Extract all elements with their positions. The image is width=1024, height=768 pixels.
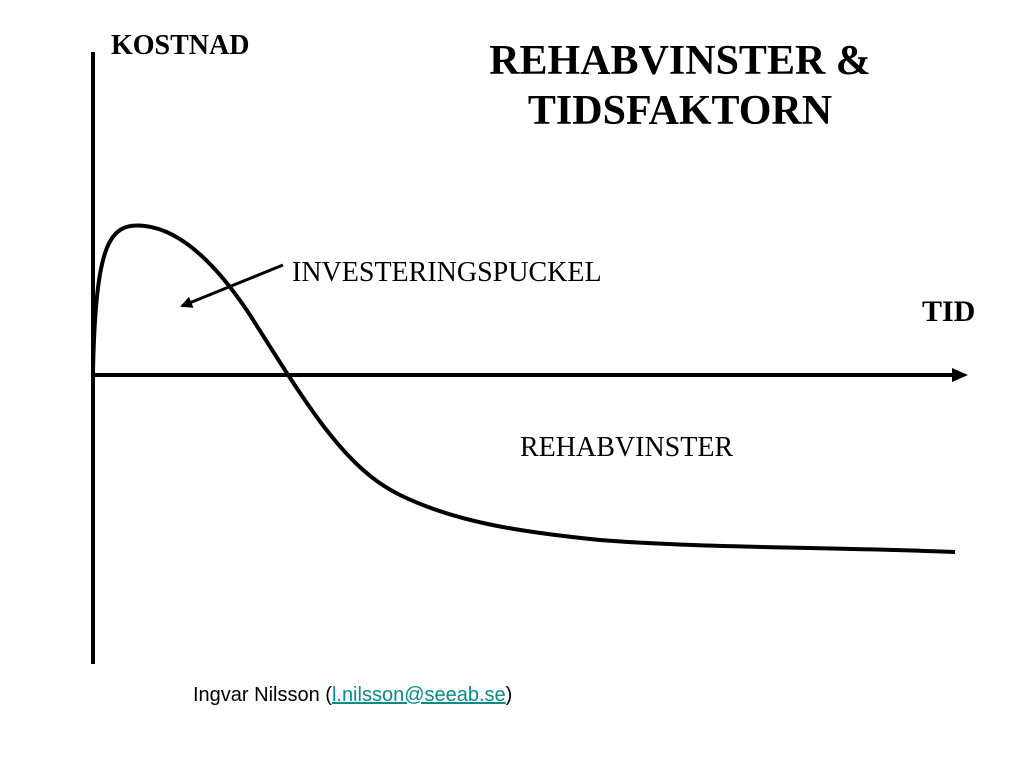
title-line-1: REHABVINSTER & bbox=[489, 38, 871, 84]
x-axis-label: TID bbox=[922, 295, 976, 328]
x-axis-arrowhead bbox=[952, 368, 968, 382]
footer-credit: Ingvar Nilsson (l.nilsson@seeab.se) bbox=[193, 684, 512, 707]
slide-title: REHABVINSTER & TIDSFAKTORN bbox=[430, 36, 930, 136]
rehab-gain-label: REHABVINSTER bbox=[520, 432, 734, 463]
investment-hump-label: INVESTERINGSPUCKEL bbox=[292, 257, 602, 288]
title-line-2: TIDSFAKTORN bbox=[527, 88, 833, 134]
footer-closing: ) bbox=[505, 684, 513, 706]
cost-curve bbox=[91, 223, 956, 554]
y-axis-label: KOSTNAD bbox=[111, 30, 250, 61]
footer-author: Ingvar Nilsson ( bbox=[193, 684, 332, 706]
annotation-arrow bbox=[180, 263, 284, 308]
email-link[interactable]: l.nilsson@seeab.se bbox=[331, 684, 506, 706]
